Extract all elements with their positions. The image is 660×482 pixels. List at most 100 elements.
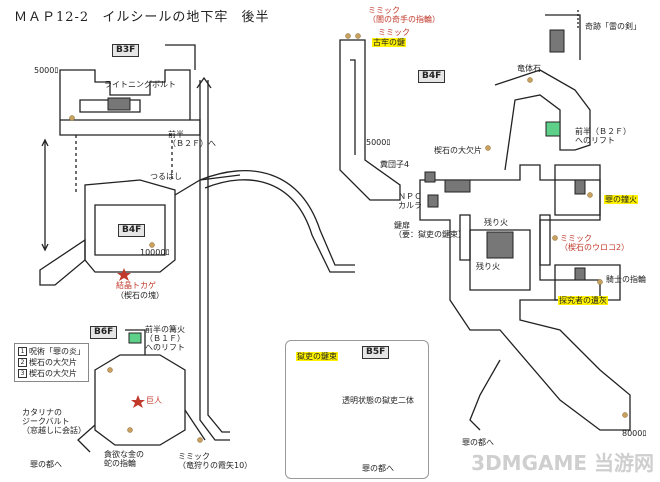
label-souls-8000: 8000ﾛ bbox=[622, 429, 647, 438]
right-lower-room bbox=[554, 264, 621, 301]
label-lightning-sword: 奇跡「雷の剣」 bbox=[585, 22, 641, 31]
b3f-block bbox=[107, 97, 131, 111]
b4f-left-stairs bbox=[39, 238, 86, 286]
b5f-inset bbox=[285, 340, 429, 479]
b6f-exit-left bbox=[77, 424, 96, 453]
legend-num: 3 bbox=[18, 369, 27, 378]
right-hall bbox=[469, 229, 531, 291]
map-code: ＭＡＰ12-2 bbox=[14, 10, 90, 25]
right-side-block-b bbox=[574, 267, 586, 281]
label-tsuruhashi: つるはし bbox=[150, 172, 182, 181]
item-dot-b4f bbox=[149, 242, 155, 248]
label-greedy-ring: 貪欲な金の 蛇の指輪 bbox=[104, 450, 144, 468]
floor-tag-b5f: B5F bbox=[362, 346, 390, 359]
npc-block bbox=[427, 194, 439, 208]
label-to-sin-b5f: 罪の都へ bbox=[362, 464, 394, 473]
map-part: 後半 bbox=[241, 10, 270, 25]
floor-tag-b4f-left: B4F bbox=[118, 224, 146, 237]
item-dot-ring bbox=[597, 279, 603, 285]
label-prisoners-ring: 騎士の指輪 bbox=[606, 275, 646, 284]
item-dot-mimic-right bbox=[552, 235, 558, 241]
label-old-key: 古牢の鍵 bbox=[372, 38, 406, 47]
right-upper bbox=[494, 69, 591, 171]
item-dot-b3f bbox=[69, 115, 75, 121]
lift-right bbox=[545, 121, 561, 137]
label-mimic-top: ミミック （闇の奇手の指輪） bbox=[368, 6, 440, 24]
drop-line-arrow-head-top bbox=[41, 138, 49, 147]
watermark: 3DMGAME 当游网 bbox=[471, 451, 654, 475]
dung-block bbox=[424, 171, 436, 183]
label-katarina: カタリナの ジークバルト （窓越しに会話） bbox=[22, 408, 86, 435]
item-dot-b6f-right bbox=[197, 437, 203, 443]
label-dragon-stone: 竜体石 bbox=[517, 64, 541, 73]
item-dot-b6f-bottom bbox=[127, 427, 133, 433]
label-souls-10000: 10000ﾛ bbox=[140, 248, 170, 257]
label-lightning-bolt: ライトニングボルト bbox=[104, 80, 176, 89]
legend-text: 楔石の大欠片 bbox=[29, 358, 77, 367]
label-explorer-ash: 探究者の遺灰 bbox=[558, 296, 608, 305]
b6f-exit-right bbox=[184, 409, 206, 441]
item-dot-mimic-top bbox=[345, 33, 351, 39]
item-dot-right-side bbox=[587, 192, 593, 198]
label-souls-5000-right: 5000ﾛ bbox=[366, 138, 391, 147]
right-side-block-a bbox=[574, 179, 586, 195]
right-side-room bbox=[554, 164, 601, 216]
item-dot-titanite bbox=[485, 145, 491, 151]
label-sin-bell-fire: 罪の鐘火 bbox=[604, 195, 638, 204]
legend-num: 2 bbox=[18, 358, 27, 367]
drop-line-arrow-head-bot bbox=[41, 243, 49, 252]
legend-num: 1 bbox=[18, 347, 27, 356]
b6f-room bbox=[94, 354, 186, 446]
label-mimic-right: ミミック （楔石のウロコ2） bbox=[560, 234, 630, 252]
label-souls-5000-left: 5000ﾛ bbox=[34, 66, 59, 75]
item-dot-8000 bbox=[622, 412, 628, 418]
corridor-curve-2 bbox=[204, 179, 355, 273]
right-pillar-left bbox=[459, 214, 471, 261]
right-entrance-block bbox=[444, 179, 471, 193]
floor-tag-b6f: B6F bbox=[90, 326, 118, 339]
label-jailer-key: 獄吏の鍵束 bbox=[296, 352, 338, 361]
label-mimic-top2: ミミック bbox=[378, 28, 410, 37]
shaft-arrow bbox=[196, 76, 212, 89]
label-titanite-large: 楔石の大欠片 bbox=[434, 146, 482, 155]
label-ember-2: 残り火 bbox=[476, 262, 500, 271]
corridor-curve bbox=[199, 169, 355, 266]
floor-tag-b4f-right: B4F bbox=[418, 70, 446, 83]
vertical-shaft-2 bbox=[207, 80, 230, 433]
right-top-block bbox=[549, 29, 565, 53]
label-giant: 巨人 bbox=[146, 396, 162, 405]
right-pillar-right bbox=[539, 214, 551, 266]
enemy-lizard bbox=[117, 268, 131, 281]
tall-corridor bbox=[339, 39, 401, 201]
item-dot-mimic-top2 bbox=[355, 33, 361, 39]
label-crystal-lizard-item: （楔石の塊） bbox=[116, 291, 164, 300]
map-name: イルシールの地下牢 bbox=[102, 10, 229, 25]
label-to-sin-right: 罪の都へ bbox=[462, 438, 494, 447]
tall-corridor-inner bbox=[350, 59, 356, 155]
legend-text: 呪術「罪の炎」 bbox=[29, 347, 85, 356]
label-front-lift-b2f: 前半（Ｂ２Ｆ） へのリフト bbox=[575, 127, 631, 145]
item-dot-dragon bbox=[527, 77, 533, 83]
b6f-top bbox=[125, 329, 146, 355]
right-tower bbox=[545, 14, 581, 60]
label-npc-karla: ＮＰＣ カルラ bbox=[398, 192, 422, 210]
label-mimic-bottom: ミミック （竜狩りの霞矢10） bbox=[178, 452, 253, 470]
label-dung-pie: 糞団子4 bbox=[380, 160, 410, 169]
b4f-left-inner bbox=[94, 204, 166, 256]
legend-text: 楔石の大欠片 bbox=[29, 369, 77, 378]
right-main bbox=[419, 164, 631, 431]
right-to-sin bbox=[469, 359, 501, 431]
floor-tag-b3f: B3F bbox=[112, 44, 140, 57]
lift-b6f bbox=[128, 332, 142, 344]
label-crystal-lizard: 結晶トカゲ bbox=[116, 281, 156, 290]
item-dot-b6f-left bbox=[107, 367, 113, 373]
label-jail-door: 鍵扉 （要：獄吏の鍵束） bbox=[394, 221, 466, 239]
b3f-wall bbox=[59, 69, 201, 136]
map-title: ＭＡＰ12-2 イルシールの地下牢 後半 bbox=[14, 6, 278, 25]
label-front-half-b2f: 前半 （Ｂ２Ｆ）へ bbox=[168, 130, 216, 148]
